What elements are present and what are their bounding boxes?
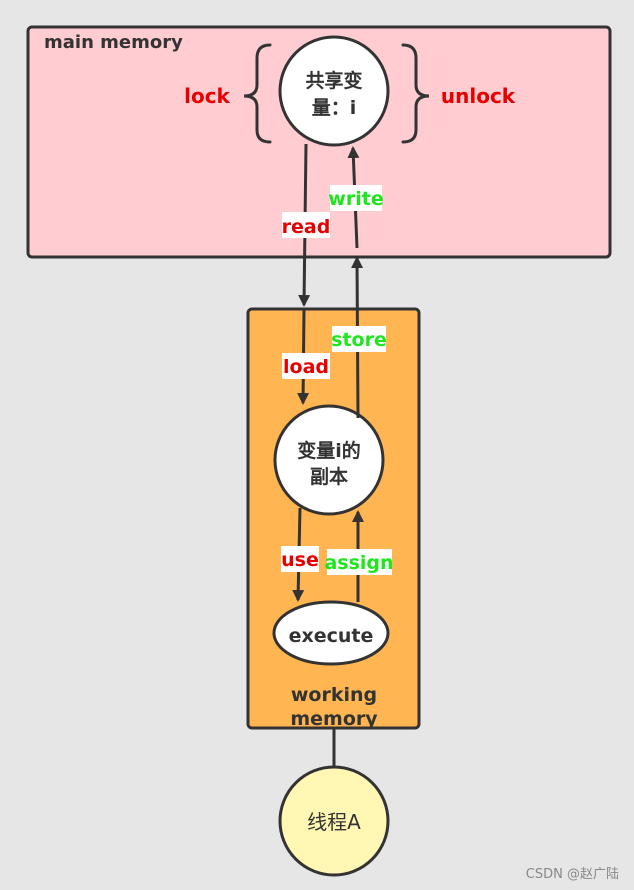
lock-label: lock (184, 84, 230, 108)
read-label-text: read (282, 216, 331, 238)
store-label-text: store (331, 329, 387, 351)
assign-label-text: assign (324, 552, 393, 574)
write-label-text: write (328, 188, 383, 210)
write-label: write (328, 185, 384, 211)
shared-variable-text-line2: 量：i (312, 97, 357, 119)
variable-copy-text-line1: 变量i的 (297, 439, 361, 462)
read-label: read (282, 212, 331, 238)
load-label-text: load (283, 356, 329, 378)
store-label: store (331, 326, 387, 352)
thread-circle (278, 765, 390, 877)
left-brace (243, 43, 272, 144)
working-memory-title-line1: working (291, 684, 377, 706)
main-memory-title: main memory (44, 32, 183, 53)
thread-label: 线程A (307, 810, 361, 834)
variable-copy-text-line2: 副本 (310, 465, 348, 488)
assign-label: assign (324, 549, 394, 575)
working-memory-title-line2: memory (290, 708, 378, 730)
execute-text: execute (289, 625, 374, 647)
variable-copy-circle (273, 404, 385, 516)
execute-ellipse (272, 600, 390, 666)
use-label-text: use (281, 549, 319, 571)
use-label: use (281, 546, 319, 572)
shared-variable-text-line1: 共享变 (305, 69, 362, 92)
shared-variable-circle (278, 35, 390, 147)
right-brace (401, 43, 430, 144)
watermark: CSDN @赵广陆 (526, 866, 619, 882)
unlock-label: unlock (441, 84, 516, 108)
load-label: load (282, 353, 330, 379)
